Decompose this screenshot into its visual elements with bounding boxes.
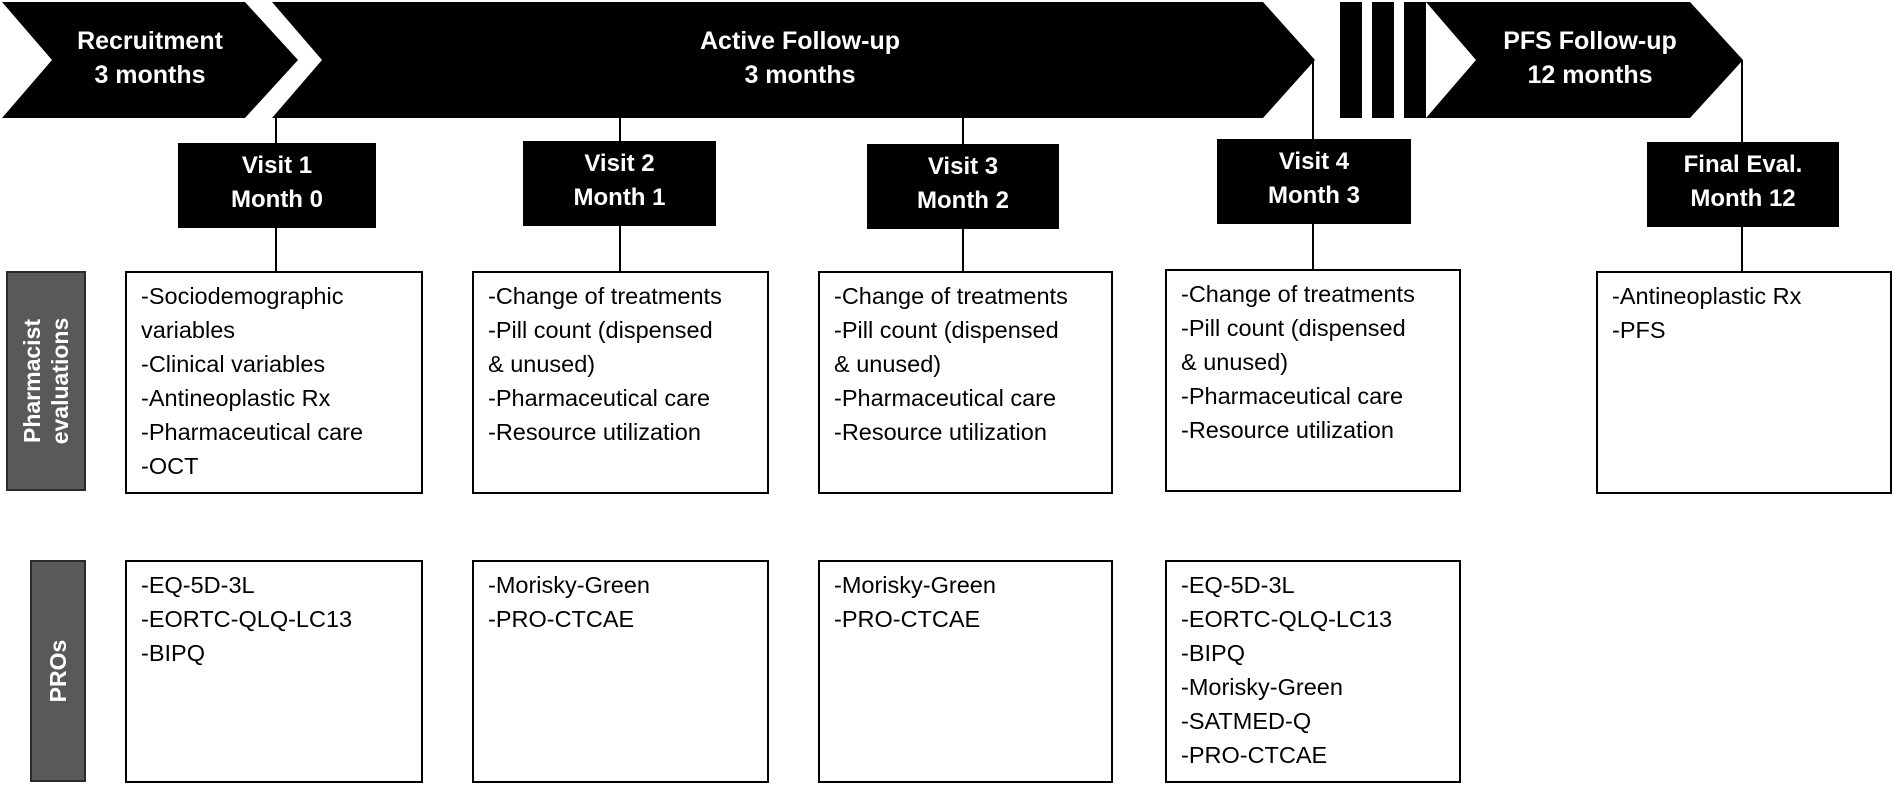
list-item: -PRO-CTCAE — [834, 606, 981, 632]
final-eval-name: Final Eval. — [1683, 151, 1803, 178]
recruitment-arrow — [2, 2, 298, 118]
list-item: -PRO-CTCAE — [1181, 742, 1328, 768]
pros-label-text: PROs — [45, 639, 71, 703]
list-item: -Clinical variables — [141, 351, 326, 377]
visit-2-box: Visit 2 Month 1 — [523, 141, 716, 226]
pharmacist-box-visit-1: -Sociodemographic variables -Clinical va… — [125, 271, 423, 494]
pros-box-visit-2: -Morisky-Green -PRO-CTCAE — [472, 560, 769, 783]
visit-4-name: Visit 4 — [1278, 148, 1350, 175]
break-bar-1 — [1340, 2, 1362, 118]
list-item: -Resource utilization — [488, 419, 701, 445]
list-item: -Sociodemographic — [141, 283, 344, 309]
pharmacist-evaluations-text: Pharmacist evaluations — [18, 318, 74, 445]
list-item: -Morisky-Green — [834, 572, 996, 598]
list-item: -Change of treatments — [1181, 281, 1415, 307]
active-followup-arrow — [272, 2, 1315, 118]
list-item: -Pharmaceutical care — [141, 419, 364, 445]
list-item: -Pill count (dispensed — [488, 317, 713, 343]
visit-1-name: Visit 1 — [241, 152, 313, 179]
list-item: -Pharmaceutical care — [1181, 383, 1404, 409]
visit-4-month: Month 3 — [1268, 182, 1360, 209]
recruitment-title: Recruitment — [77, 27, 223, 55]
list-item: & unused) — [488, 351, 596, 377]
active-followup-label: Active Follow-up 3 months — [600, 24, 1000, 92]
pros-box-visit-4: -EQ-5D-3L -EORTC-QLQ-LC13 -BIPQ -Morisky… — [1165, 560, 1461, 783]
list-item: -PRO-CTCAE — [488, 606, 635, 632]
list-item: & unused) — [834, 351, 942, 377]
list-item: -Pill count (dispensed — [1181, 315, 1406, 341]
list-item: -EORTC-QLQ-LC13 — [141, 606, 353, 632]
visit-2-month: Month 1 — [573, 184, 666, 211]
visit-3-month: Month 2 — [917, 187, 1009, 214]
list-item: -EQ-5D-3L — [141, 572, 255, 598]
list-item: -Resource utilization — [1181, 417, 1394, 443]
list-item: variables — [141, 317, 236, 343]
pros-label: PROs — [30, 560, 86, 782]
pharmacist-box-visit-2: -Change of treatments -Pill count (dispe… — [472, 271, 769, 494]
pfs-followup-title: PFS Follow-up — [1503, 27, 1677, 55]
list-item: -BIPQ — [1181, 640, 1245, 666]
list-item: -Morisky-Green — [488, 572, 650, 598]
pfs-followup-arrow — [1426, 2, 1743, 118]
list-item: -BIPQ — [141, 640, 205, 666]
list-item: -Pill count (dispensed — [834, 317, 1059, 343]
visit-1-month: Month 0 — [231, 186, 323, 213]
list-item: -Morisky-Green — [1181, 674, 1343, 700]
list-item: -Change of treatments — [488, 283, 722, 309]
pharmacist-label-line-1: Pharmacist — [19, 318, 45, 444]
pfs-followup-label: PFS Follow-up 12 months — [1460, 24, 1720, 92]
pharmacist-box-final-eval: -Antineoplastic Rx -PFS — [1596, 271, 1892, 494]
list-item: & unused) — [1181, 349, 1289, 375]
list-item: -SATMED-Q — [1181, 708, 1312, 734]
list-item: -PFS — [1612, 317, 1666, 343]
list-item: -OCT — [141, 453, 199, 479]
list-item: -EORTC-QLQ-LC13 — [1181, 606, 1393, 632]
active-followup-title: Active Follow-up — [700, 27, 900, 55]
visit-1-box: Visit 1 Month 0 — [178, 143, 376, 228]
pharmacist-box-visit-4: -Change of treatments -Pill count (dispe… — [1165, 269, 1461, 492]
break-bar-3 — [1404, 2, 1426, 118]
list-item: -Change of treatments — [834, 283, 1068, 309]
final-eval-box: Final Eval. Month 12 — [1647, 142, 1839, 227]
pharmacist-evaluations-label: Pharmacist evaluations — [6, 271, 86, 491]
visit-2-name: Visit 2 — [584, 150, 655, 177]
break-bar-2 — [1372, 2, 1394, 118]
active-followup-duration: 3 months — [744, 61, 856, 89]
visit-3-name: Visit 3 — [927, 153, 999, 180]
visit-4-box: Visit 4 Month 3 — [1217, 139, 1411, 224]
recruitment-label: Recruitment 3 months — [40, 24, 260, 92]
final-eval-month: Month 12 — [1690, 185, 1796, 212]
pfs-followup-duration: 12 months — [1527, 61, 1653, 89]
pros-box-visit-1: -EQ-5D-3L -EORTC-QLQ-LC13 -BIPQ — [125, 560, 423, 783]
pros-box-visit-3: -Morisky-Green -PRO-CTCAE — [818, 560, 1113, 783]
pharmacist-box-visit-3: -Change of treatments -Pill count (dispe… — [818, 271, 1113, 494]
visit-3-box: Visit 3 Month 2 — [867, 144, 1059, 229]
list-item: -Antineoplastic Rx — [141, 385, 331, 411]
pharmacist-label-line-2: evaluations — [47, 317, 73, 445]
list-item: -EQ-5D-3L — [1181, 572, 1295, 598]
list-item: -Pharmaceutical care — [834, 385, 1057, 411]
list-item: -Pharmaceutical care — [488, 385, 711, 411]
list-item: -Resource utilization — [834, 419, 1047, 445]
recruitment-duration: 3 months — [94, 61, 206, 89]
list-item: -Antineoplastic Rx — [1612, 283, 1802, 309]
